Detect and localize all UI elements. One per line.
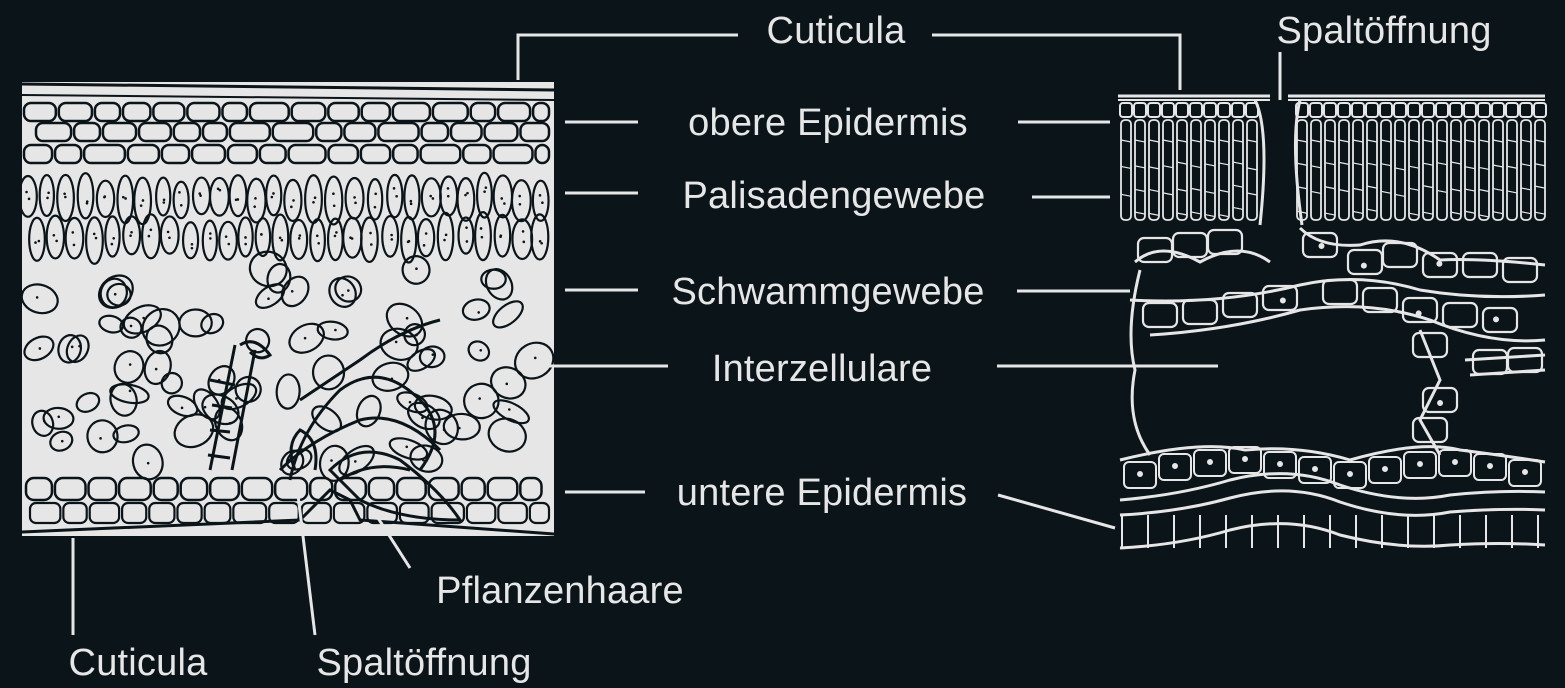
label-untere-epidermis: untere Epidermis	[676, 472, 968, 514]
leader-cuticula-top-right	[932, 33, 1182, 90]
leader-lines	[71, 33, 1282, 636]
label-pflanzenhaare: Pflanzenhaare	[436, 570, 684, 612]
left-spongy-tissue	[20, 250, 555, 482]
right-lower-epidermis	[1119, 522, 1546, 550]
right-leaf-section	[1118, 94, 1547, 550]
label-obere-epidermis: obere Epidermis	[688, 102, 968, 144]
label-spaltoeffnung-top: Spaltöffnung	[1276, 10, 1492, 52]
label-schwammgewebe: Schwammgewebe	[671, 271, 985, 313]
leader-untere-epidermis-right	[997, 493, 1116, 530]
left-plant-hairs	[207, 318, 463, 522]
label-palisadengewebe: Palisadengewebe	[682, 175, 986, 217]
leader-spaltoeffnung-bottom	[296, 494, 317, 636]
left-cuticula-top	[21, 82, 555, 92]
right-lower-tissue	[1119, 445, 1546, 464]
leader-pflanzenhaare	[376, 517, 412, 569]
right-spongy-tissue	[1123, 228, 1544, 489]
right-upper-epidermis-palisade	[1119, 102, 1547, 221]
left-palisade-tissue	[18, 171, 550, 265]
label-cuticula-top: Cuticula	[766, 10, 906, 52]
left-lower-epidermis	[24, 476, 551, 525]
label-interzellulare: Interzellulare	[711, 348, 933, 390]
label-cuticula-bottom: Cuticula	[68, 642, 208, 684]
left-leaf-section	[18, 82, 555, 536]
right-stoma	[1253, 99, 1304, 226]
left-cuticula-bottom	[21, 488, 555, 536]
leader-cuticula-top-left	[516, 33, 738, 80]
left-upper-epidermis	[22, 101, 551, 165]
label-spaltoeffnung-bottom: Spaltöffnung	[316, 642, 532, 684]
